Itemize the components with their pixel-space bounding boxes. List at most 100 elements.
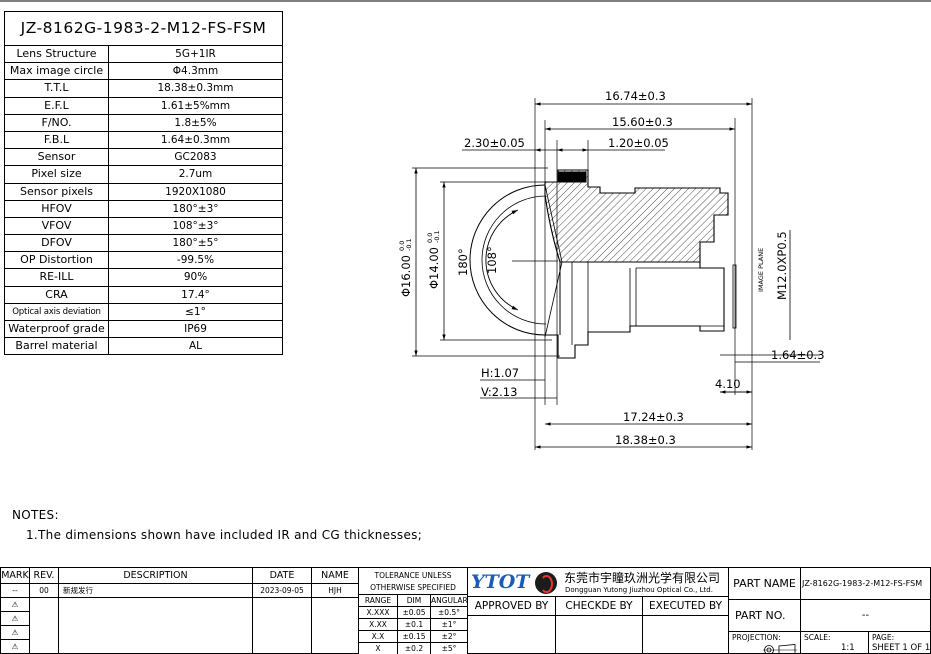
header-name: NAME xyxy=(311,567,359,584)
barrel-lower-outline xyxy=(545,262,725,359)
part-name-label: PART NAME xyxy=(728,567,801,600)
tol-cell-ang: ±5° xyxy=(430,642,468,654)
spec-key: Barrel material xyxy=(5,338,109,355)
spec-value: 180°±5° xyxy=(172,237,219,250)
dim-4-10: 4.10 xyxy=(715,377,741,391)
spec-value: 1.8±5% xyxy=(174,116,217,129)
spec-row: F.B.L 1.64±0.3mm xyxy=(5,131,282,150)
spec-key: Optical axis deviation xyxy=(5,303,109,320)
spec-key: Pixel size xyxy=(5,166,109,183)
dim-thread-m12: M12.0XP0.5 xyxy=(775,231,789,300)
angle-108: 108° xyxy=(485,246,499,274)
image-plane-label: IMAGE PLANE xyxy=(757,248,765,292)
company-name-en: Dongguan Yutong Jiuzhou Optical Co., Ltd… xyxy=(565,586,713,594)
header-description: DESCRIPTION xyxy=(58,567,253,584)
svg-text:Φ14.00: Φ14.00 xyxy=(427,247,441,289)
rev-mark-icon: ⚠ xyxy=(0,625,30,640)
spec-row: Pixel size 2.7um xyxy=(5,166,282,184)
rev-empty xyxy=(58,597,253,654)
spec-value: 90% xyxy=(183,271,208,284)
spec-value: Φ4.3mm xyxy=(172,65,219,78)
projection-symbol-icon xyxy=(763,644,797,653)
checked-by-sign xyxy=(555,615,643,654)
dim-ttl-18-38: 18.38±0.3 xyxy=(615,433,676,447)
page-label: PAGE: xyxy=(872,633,895,642)
dim-2-30: 2.30±0.05 xyxy=(464,136,525,150)
rev-empty xyxy=(311,597,359,654)
part-no-label: PART NO. xyxy=(728,599,801,632)
projection-label: PROJECTION: xyxy=(732,633,781,642)
rev-empty xyxy=(252,597,312,654)
spec-row: F/NO.1.8±5% xyxy=(5,114,282,132)
tol-cell-dim: ±0.2 xyxy=(397,642,431,654)
dim-overall-16-74: 16.74±0.3 xyxy=(605,89,666,103)
spec-value: 5G+1IR xyxy=(175,48,216,60)
tolerance-title: TOLERANCE UNLESS OTHERWISE SPECIFIED xyxy=(358,567,468,595)
title-block: MARK REV. DESCRIPTION DATE NAME -- 00 新规… xyxy=(0,567,931,654)
scale-label: SCALE: xyxy=(804,633,831,642)
image-plane-sensor xyxy=(732,264,737,329)
rev-empty xyxy=(29,597,59,654)
spec-row: DFOV 180°±5° xyxy=(5,235,282,253)
notes-heading: NOTES: xyxy=(12,508,59,522)
spec-key: Waterproof grade xyxy=(5,321,109,338)
fov-ray-bottom xyxy=(544,261,563,338)
spec-key: F.B.L xyxy=(5,131,109,149)
scale-value: 1:1 xyxy=(841,643,855,653)
extension-lines xyxy=(412,98,820,450)
spec-value: 1.64±0.3mm xyxy=(160,133,231,146)
page-cell: PAGE: SHEET 1 OF 1 xyxy=(868,631,931,654)
spec-key: HFOV xyxy=(5,200,109,217)
spec-value: IP69 xyxy=(184,323,207,335)
dim-dia-16: Φ16.00 0.0 -0.1 xyxy=(398,238,413,297)
spec-value: 1920X1080 xyxy=(165,185,226,198)
header-mark: MARK xyxy=(0,567,30,584)
svg-text:0.0: 0.0 xyxy=(426,233,434,243)
projection-cell: PROJECTION: xyxy=(728,631,801,654)
note-item-1: 1.The dimensions shown have included IR … xyxy=(26,528,423,542)
front-dome-inner xyxy=(481,195,547,325)
rev-mark-icon: ⚠ xyxy=(0,597,30,612)
part-name-value: JZ-8162G-1983-2-M12-FS-FSM xyxy=(800,567,931,600)
spec-value: 2.7um xyxy=(178,168,213,181)
spec-key: DFOV xyxy=(5,235,109,252)
header-rev: REV. xyxy=(29,567,59,584)
header-date: DATE xyxy=(252,567,312,584)
spec-key: E.F.L xyxy=(5,97,109,114)
checked-by-label: CHECKDE BY xyxy=(555,596,643,616)
executed-by-sign xyxy=(642,615,729,654)
front-dome xyxy=(469,184,546,336)
company-logo-text: YTOT xyxy=(471,571,530,593)
approved-by-label: APPROVED BY xyxy=(467,596,556,616)
svg-text:Φ16.00: Φ16.00 xyxy=(399,255,413,297)
rev-mark-icon: ⚠ xyxy=(0,611,30,626)
tol-cell-range: X xyxy=(358,642,398,654)
dim-dia-14: Φ14.00 0.0 -0.1 xyxy=(426,230,441,289)
spec-row: Waterproof grade IP69 xyxy=(5,321,282,339)
spec-value: GC2083 xyxy=(174,151,217,164)
spec-row: Sensor pixels 1920X1080 xyxy=(5,183,282,201)
rev-row-mark: -- xyxy=(0,583,30,598)
rev-row-date: 2023-09-05 xyxy=(252,583,312,598)
dim-17-24: 17.24±0.3 xyxy=(623,410,684,424)
dim-1-20: 1.20±0.05 xyxy=(608,136,669,150)
company-block: YTOT 东莞市宇瞳玖洲光学有限公司 Dongguan Yutong Jiuzh… xyxy=(467,567,729,597)
dim-h-1-07: H:1.07 xyxy=(481,366,519,380)
spec-value: -99.5% xyxy=(176,254,215,267)
spec-key: OP Distortion xyxy=(5,252,109,269)
scale-cell: SCALE: 1:1 xyxy=(800,631,869,654)
dim-15-60: 15.60±0.3 xyxy=(612,115,673,129)
angle-180: 180° xyxy=(456,248,470,276)
spec-table: JZ-8162G-1983-2-M12-FS-FSM Lens Structur… xyxy=(4,11,283,356)
spec-key: Sensor pixels xyxy=(5,183,109,200)
